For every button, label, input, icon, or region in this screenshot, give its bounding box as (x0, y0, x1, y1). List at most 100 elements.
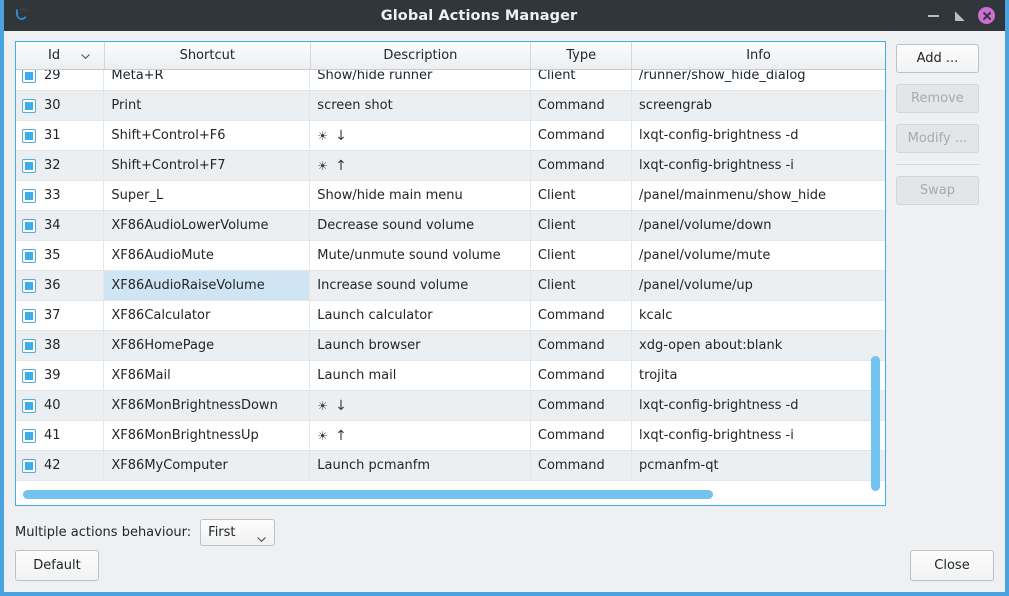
cell-id-value: 37 (44, 308, 61, 323)
enable-checkbox[interactable] (22, 98, 36, 113)
cell-type: Command (530, 331, 633, 361)
modify-button[interactable]: Modify ... (895, 124, 979, 153)
cell-info-value: lxqt-config-brightness -d (639, 398, 799, 413)
cell-description: Launch pcmanfm (310, 451, 531, 481)
swap-button[interactable]: Swap (895, 176, 979, 205)
cell-info-value: kcalc (639, 308, 673, 323)
enable-checkbox[interactable] (22, 398, 36, 413)
enable-checkbox[interactable] (22, 128, 36, 143)
vertical-scrollbar[interactable] (870, 73, 882, 491)
cell-id-value: 41 (44, 428, 61, 443)
arrow-down-icon: ↓ (335, 397, 347, 414)
client-area: Id Shortcut Description Type (4, 31, 1005, 592)
horizontal-scrollbar[interactable] (16, 487, 885, 501)
column-header-shortcut[interactable]: Shortcut (104, 42, 311, 69)
column-header-info[interactable]: Info (632, 42, 885, 69)
add-button[interactable]: Add ... (895, 44, 979, 73)
cell-shortcut-value: XF86Mail (111, 368, 171, 383)
cell-id-value: 36 (44, 278, 61, 293)
cell-shortcut: XF86AudioLowerVolume (104, 211, 311, 241)
enable-checkbox[interactable] (22, 70, 36, 83)
behaviour-label: Multiple actions behaviour: (15, 525, 192, 540)
cell-shortcut-value: Shift+Control+F7 (111, 158, 226, 173)
enable-checkbox[interactable] (22, 278, 36, 293)
cell-description-value: Launch browser (317, 338, 421, 353)
cell-type: Command (530, 421, 633, 451)
cell-shortcut: XF86AudioMute (104, 241, 311, 271)
column-header-description[interactable]: Description (310, 42, 532, 69)
cell-shortcut: XF86HomePage (104, 331, 311, 361)
actions-table[interactable]: Id Shortcut Description Type (15, 41, 886, 506)
cell-description: screen shot (310, 91, 531, 121)
enable-checkbox[interactable] (22, 338, 36, 353)
cell-id: 31 (16, 121, 105, 151)
cell-description: Launch mail (310, 361, 531, 391)
cell-info-value: /panel/volume/up (639, 278, 753, 293)
cell-id: 37 (16, 301, 105, 331)
cell-shortcut: XF86MonBrightnessDown (104, 391, 311, 421)
restore-icon[interactable] (952, 8, 967, 23)
enable-checkbox[interactable] (22, 308, 36, 323)
cell-info-value: /panel/mainmenu/show_hide (639, 188, 827, 203)
cell-id: 40 (16, 391, 105, 421)
enable-checkbox[interactable] (22, 248, 36, 263)
cell-id-value: 31 (44, 128, 61, 143)
cell-info-value: pcmanfm-qt (639, 458, 719, 473)
title-bar: Global Actions Manager (4, 0, 1005, 31)
cell-description: Mute/unmute sound volume (310, 241, 531, 271)
cell-info: trojita (632, 361, 885, 391)
enable-checkbox[interactable] (22, 428, 36, 443)
cell-id-value: 33 (44, 188, 61, 203)
enable-checkbox[interactable] (22, 458, 36, 473)
vertical-scrollbar-thumb[interactable] (870, 356, 880, 491)
cell-type: Client (530, 181, 633, 211)
column-header-type[interactable]: Type (531, 42, 633, 69)
arrow-down-icon: ↓ (335, 127, 347, 144)
cell-description-value: Launch calculator (317, 308, 433, 323)
cell-shortcut: Meta+R (104, 70, 311, 91)
cell-type: Client (530, 241, 633, 271)
cell-type-value: Command (537, 458, 605, 473)
default-button-label: Default (33, 558, 81, 573)
enable-checkbox[interactable] (22, 158, 36, 173)
cell-description-value: Increase sound volume (317, 278, 469, 293)
brightness-icon: ☀ (317, 128, 329, 143)
cell-info-value: lxqt-config-brightness -i (639, 158, 794, 173)
remove-button[interactable]: Remove (895, 84, 979, 113)
behaviour-select[interactable]: First (200, 519, 276, 546)
chevron-down-icon (257, 531, 267, 542)
cell-type: Command (530, 91, 633, 121)
minimize-icon[interactable] (926, 8, 941, 23)
close-button[interactable]: Close (910, 550, 994, 581)
horizontal-scrollbar-thumb[interactable] (23, 490, 713, 499)
enable-checkbox[interactable] (22, 218, 36, 233)
enable-checkbox[interactable] (22, 368, 36, 383)
cell-type-value: Client (537, 188, 576, 203)
window-title: Global Actions Manager (380, 7, 578, 24)
brightness-icon: ☀ (317, 158, 329, 173)
default-button[interactable]: Default (15, 550, 99, 581)
cell-type-value: Client (537, 278, 576, 293)
cell-id-value: 35 (44, 248, 61, 263)
close-icon[interactable] (978, 7, 995, 24)
enable-checkbox[interactable] (22, 188, 36, 203)
cell-info-value: lxqt-config-brightness -i (639, 428, 794, 443)
cell-id: 34 (16, 211, 105, 241)
main-content-row: Id Shortcut Description Type (15, 41, 994, 506)
column-header-id[interactable]: Id (16, 42, 105, 69)
